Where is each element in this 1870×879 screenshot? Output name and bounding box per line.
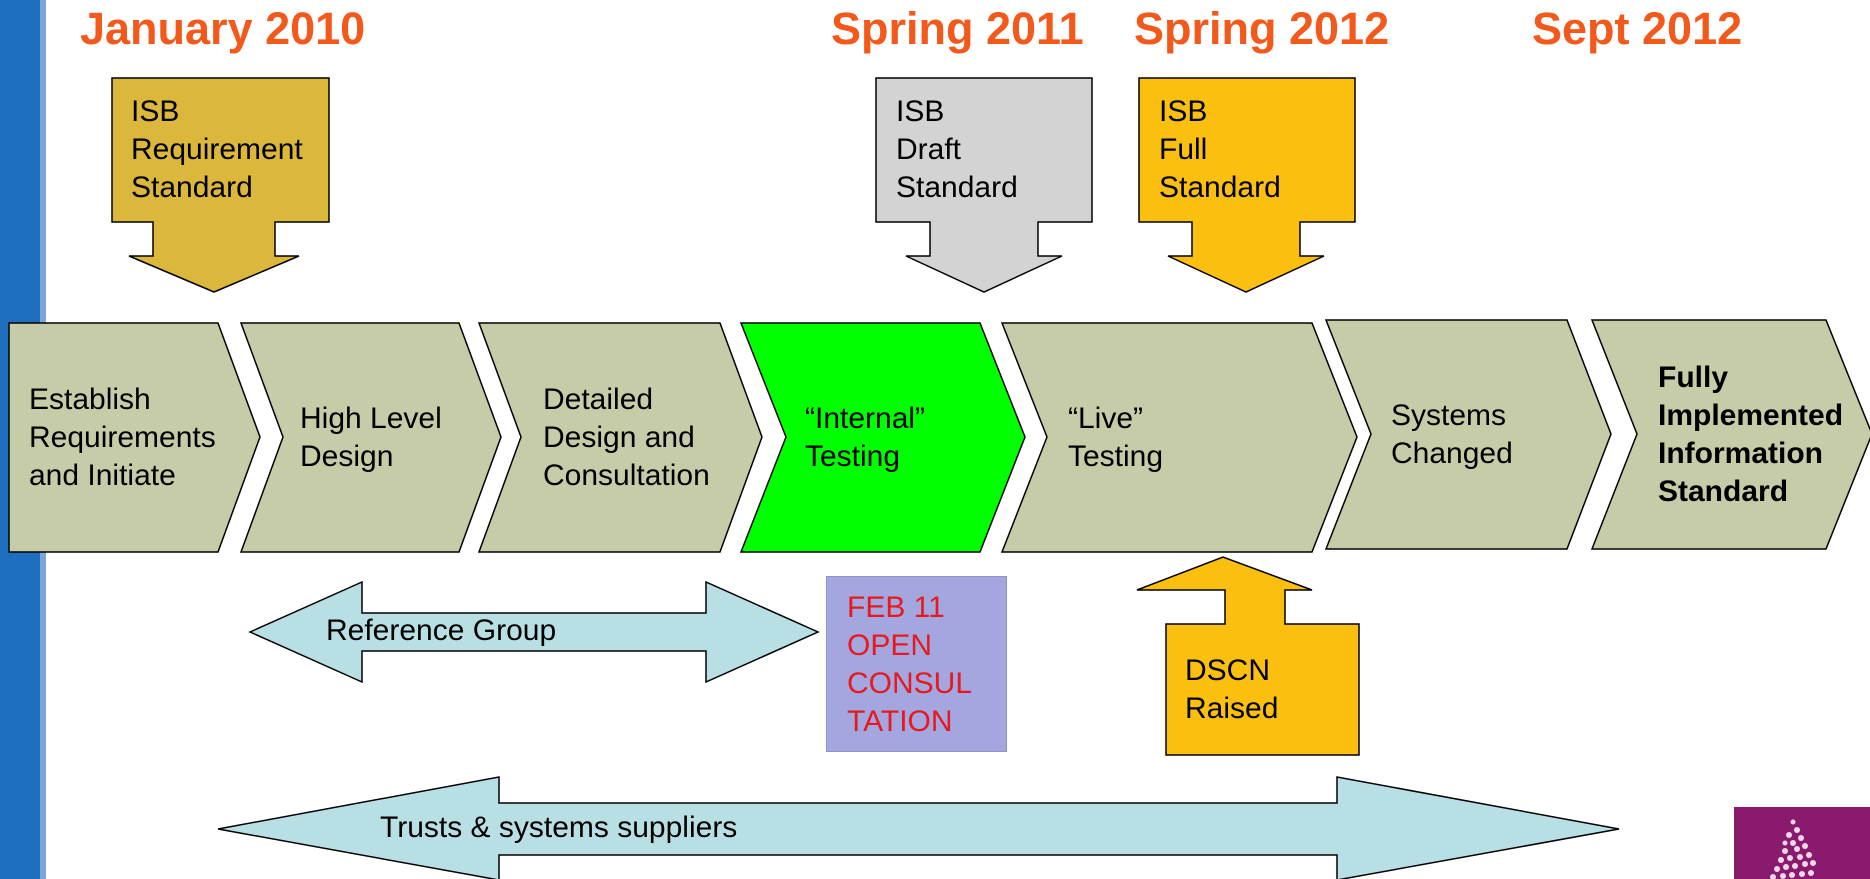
dscn-raised-callout-shape bbox=[1136, 556, 1360, 756]
trusts-suppliers-double-arrow bbox=[217, 776, 1620, 879]
organisation-logo bbox=[1734, 807, 1870, 879]
feb-open-consultation-text: FEB 11 OPEN CONSUL TATION bbox=[847, 591, 973, 738]
isb-draft-standard-label: ISB Draft Standard bbox=[896, 95, 1018, 204]
trusts-suppliers-label: Trusts & systems suppliers bbox=[380, 811, 738, 844]
isb-requirement-standard-label: ISB Requirement Standard bbox=[131, 95, 303, 204]
stage-label-internal-testing: “Internal” Testing bbox=[805, 401, 926, 473]
feb-open-consultation-box: FEB 11 OPEN CONSUL TATION bbox=[826, 576, 1007, 752]
isb-full-callout-shape bbox=[1138, 77, 1356, 293]
stage-chevron-systems-changed bbox=[1324, 319, 1612, 550]
stage-label-detailed-design: Detailed Design and Consultation bbox=[543, 382, 710, 492]
dscn-raised-label: DSCN Raised bbox=[1185, 654, 1279, 725]
date-spring-2011: Spring 2011 bbox=[831, 3, 1084, 54]
stage-label-fully-implemented: Fully Implemented Information Standard bbox=[1658, 360, 1844, 508]
reference-group-double-arrow bbox=[248, 580, 820, 684]
stage-label-high-level-design: High Level Design bbox=[300, 401, 442, 473]
stage-chevron-fully-implemented bbox=[1590, 319, 1870, 550]
stage-label-systems-changed: Systems Changed bbox=[1391, 398, 1513, 470]
stage-chevron-detailed-design bbox=[477, 322, 763, 553]
reference-group-label: Reference Group bbox=[326, 614, 557, 647]
date-sept-2012: Sept 2012 bbox=[1532, 3, 1743, 54]
stage-label-live-testing: “Live” Testing bbox=[1068, 401, 1164, 473]
stage-label-establish: Establish Requirements and Initiate bbox=[29, 382, 216, 492]
isb-full-standard-label: ISB Full Standard bbox=[1159, 95, 1281, 204]
isb-requirement-callout-shape bbox=[111, 77, 330, 293]
date-january-2010: January 2010 bbox=[80, 3, 366, 54]
date-spring-2012: Spring 2012 bbox=[1134, 3, 1390, 54]
stage-chevron-establish bbox=[8, 322, 261, 553]
stage-chevron-high-level-design bbox=[239, 322, 502, 553]
isb-draft-callout-shape bbox=[875, 77, 1093, 293]
stage-chevron-internal-testing bbox=[739, 322, 1026, 553]
stage-chevron-live-testing bbox=[1000, 322, 1358, 553]
